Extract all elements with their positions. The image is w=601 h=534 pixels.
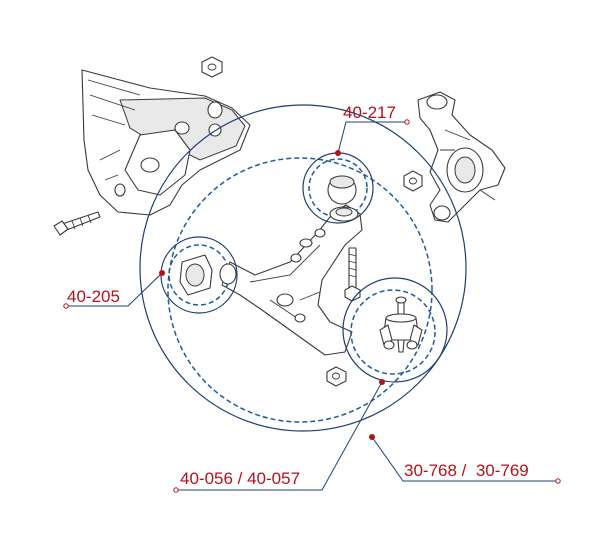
- subframe-drawing: [81, 69, 251, 216]
- leader-ball-joint: [173, 379, 385, 493]
- upper-bushing-dashed-circle: [308, 158, 368, 218]
- arm-dashed-circle: [167, 157, 433, 423]
- ball-joint-dashed-circle: [350, 289, 436, 375]
- knuckle-drawing: [417, 91, 506, 223]
- leader-control-arm: [369, 434, 561, 484]
- knuckle-nut-drawing: [403, 170, 423, 192]
- leader-upper-bushing: [335, 119, 410, 156]
- control-arm-drawing: [221, 204, 363, 356]
- leader-front-bushing: [63, 270, 165, 309]
- front-bushing-drawing: [179, 254, 237, 296]
- upper-bushing-drawing: [327, 175, 359, 222]
- ball-joint-drawing: [379, 296, 423, 353]
- label-front-bushing: 40-205: [67, 287, 120, 306]
- lower-nut-drawing: [326, 366, 347, 387]
- top-nut-drawing: [201, 56, 223, 78]
- arm-bolt-drawing: [344, 247, 361, 302]
- ball-joint-circle: [342, 277, 448, 383]
- bolt-drawing: [53, 211, 101, 236]
- label-upper-bushing: 40-217: [343, 103, 396, 122]
- label-control-arm: 30-768 / 30-769: [404, 461, 529, 480]
- label-ball-joint: 40-056 / 40-057: [180, 469, 300, 488]
- control-arm-circle: [139, 104, 467, 432]
